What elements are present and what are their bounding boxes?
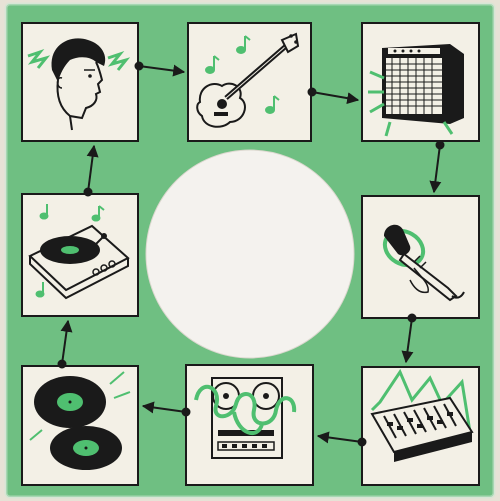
sleeve-edge-wear <box>4 2 496 499</box>
vinyl-records-icon <box>29 371 131 470</box>
panel-record-player <box>21 193 139 317</box>
arrow-listener-to-guitar <box>134 61 186 77</box>
panel-microphone <box>361 195 480 319</box>
arrow-records-to-player <box>57 319 73 369</box>
arrow-mixer-to-tape <box>316 431 367 447</box>
listener-head-icon <box>27 38 131 131</box>
arrow-guitar-to-amplifier <box>307 87 360 105</box>
record-player-icon <box>28 204 130 300</box>
panel-mixer <box>361 366 480 486</box>
panel-tape-recorder <box>185 364 314 486</box>
panel-amplifier <box>361 22 480 142</box>
microphone-icon <box>382 224 465 302</box>
guitar-amplifier-icon <box>368 44 464 137</box>
panel-listener <box>21 22 139 142</box>
flow-arrows <box>57 61 445 447</box>
arrow-tape-to-records <box>141 401 191 417</box>
center-hole <box>145 149 355 359</box>
reel-to-reel-tape-recorder-icon <box>194 377 297 459</box>
panel-records <box>21 365 139 486</box>
panel-guitar <box>187 22 312 142</box>
mixing-console-icon <box>370 368 474 462</box>
electric-guitar-icon <box>196 32 300 128</box>
arrow-amplifier-to-microphone <box>429 140 445 194</box>
arrow-microphone-to-mixer <box>401 313 417 364</box>
arrow-player-to-listener <box>83 144 99 197</box>
